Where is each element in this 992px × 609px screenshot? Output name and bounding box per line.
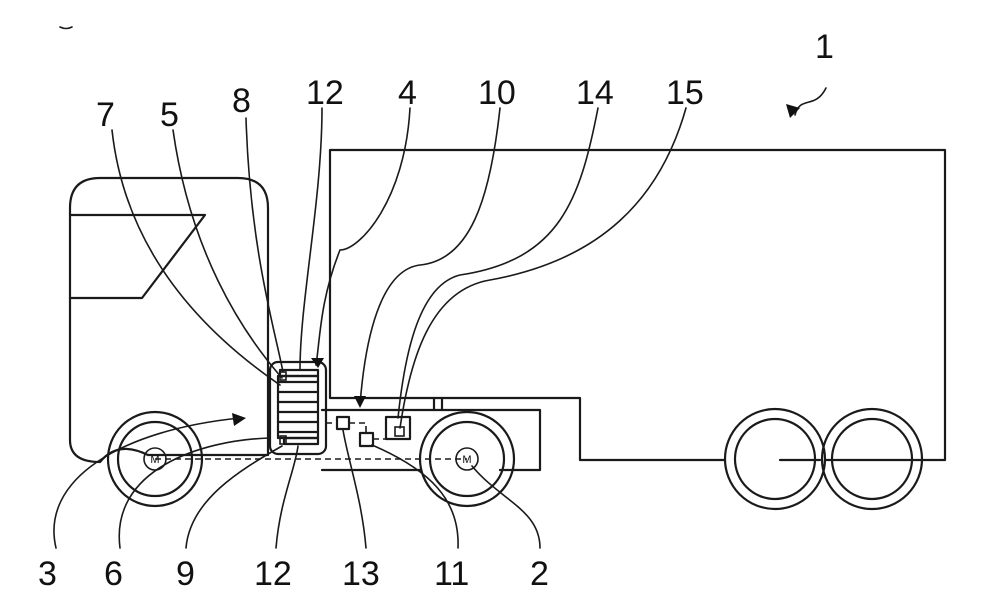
- label-1: 1: [815, 28, 834, 66]
- unit-13: [337, 417, 349, 429]
- label-10: 10: [478, 74, 516, 112]
- label-12-top: 12: [306, 74, 344, 112]
- label-11: 11: [434, 555, 469, 593]
- leader-lines: [112, 88, 826, 428]
- cooling-plate-bottom: [284, 438, 318, 444]
- label-14: 14: [576, 74, 614, 112]
- label-15: 15: [666, 74, 704, 112]
- label-12-bottom: 12: [254, 555, 292, 593]
- stray-mark: [60, 27, 72, 29]
- label-9: 9: [176, 555, 195, 593]
- cab-window: [70, 215, 205, 298]
- label-2: 2: [530, 555, 549, 593]
- label-5: 5: [160, 96, 179, 134]
- signal-line: [326, 423, 386, 439]
- label-8: 8: [232, 82, 251, 120]
- motor-front-symbol: M: [150, 454, 159, 466]
- label-4: 4: [398, 74, 417, 112]
- motor-rear-symbol: M: [462, 454, 471, 466]
- coupling: [434, 398, 442, 410]
- label-6: 6: [104, 555, 123, 593]
- unit-11: [360, 433, 373, 446]
- arrow-3-head: [232, 413, 246, 426]
- arrow-10-head: [354, 396, 366, 408]
- label-3: 3: [38, 555, 57, 593]
- battery-cells: [278, 376, 318, 438]
- label-13: 13: [342, 555, 380, 593]
- label-7: 7: [96, 96, 115, 134]
- arrow-1-head: [786, 104, 800, 118]
